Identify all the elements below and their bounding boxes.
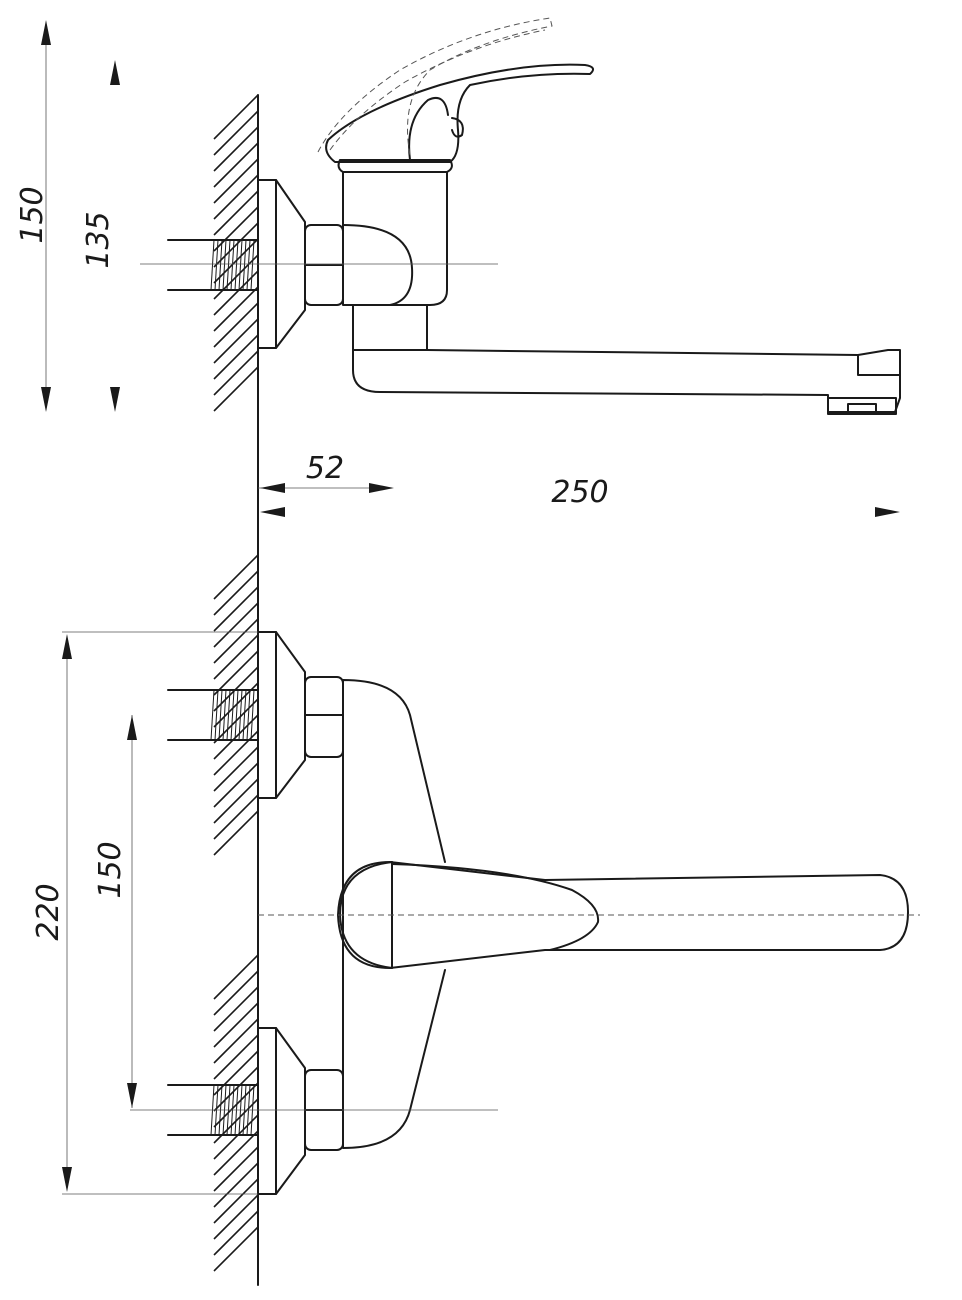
thread-stroke [250,239,255,291]
hatch-stroke [213,1146,259,1192]
thread-stroke [234,689,239,741]
hatch-stroke [213,270,259,316]
hatch-stroke [213,554,259,600]
lever-handle-side [325,63,595,163]
thread-stroke [218,239,223,291]
spout-side [352,349,901,413]
hatch-stroke [213,302,259,348]
hatch-stroke [213,1162,259,1208]
escutcheon-upper [257,631,306,799]
thread-stroke [230,239,235,291]
hatch-stroke [213,714,259,760]
thread-stroke [246,689,251,741]
dim-overall-height-front: 220 [31,883,66,940]
hatch-stroke [213,222,259,268]
hatch-stroke [213,810,259,856]
hatch-stroke [213,970,259,1016]
hatch-stroke [213,318,259,364]
thread-stroke [210,239,215,291]
hatch-stroke [213,1114,259,1160]
hatch-stroke [213,174,259,220]
hatch-stroke [213,602,259,648]
pipe-thread-upper [210,689,255,741]
hatch-stroke [213,1130,259,1176]
front-view [130,631,920,1195]
thread-stroke [218,689,223,741]
pipe-thread-side [210,239,255,291]
thread-stroke [226,689,231,741]
hatch-stroke [213,110,259,156]
hatch-stroke [213,366,259,412]
hatch-stroke [213,1194,259,1240]
thread-stroke [242,239,247,291]
dim-inlet-height-side: 135 [81,211,116,268]
hatch-stroke [213,94,259,140]
thread-stroke [242,689,247,741]
thread-stroke [214,689,219,741]
thread-stroke [230,689,235,741]
thread-stroke [222,239,227,291]
hatch-stroke [213,762,259,808]
dim-wall-to-body: 52 [306,451,344,486]
hatch-stroke [213,1002,259,1048]
hatch-stroke [213,1178,259,1224]
hatch-stroke [213,190,259,236]
hatch-stroke [213,158,259,204]
thread-stroke [246,239,251,291]
hatch-stroke [213,650,259,696]
hatch-stroke [213,1082,259,1128]
hatch-stroke [213,126,259,172]
hatch-stroke [213,286,259,332]
dimension-lines [41,20,900,1195]
thread-stroke [222,689,227,741]
thread-stroke [214,239,219,291]
hatch-stroke [213,350,259,396]
side-view [140,17,901,415]
hatch-stroke [213,1034,259,1080]
hatch-stroke [213,954,259,1000]
hatch-stroke [213,634,259,680]
hatch-stroke [213,1226,259,1272]
escutcheon-lower [257,1027,306,1195]
thread-stroke [210,689,215,741]
hatch-stroke [213,334,259,380]
hatch-stroke [213,986,259,1032]
hex-nut-upper [304,676,344,758]
mixer-body-front [342,679,446,1149]
hatch-stroke [213,586,259,632]
hatch-stroke [213,1050,259,1096]
hatch-stroke [213,778,259,824]
lever-handle-raised-phantom [317,17,553,156]
thread-stroke [238,239,243,291]
mixer-body-side [342,171,448,306]
thread-stroke [226,239,231,291]
hatch-stroke [213,618,259,664]
hatch-stroke [213,142,259,188]
thread-stroke [250,689,255,741]
thread-stroke [238,689,243,741]
hatch-stroke [213,570,259,616]
dim-spout-reach: 250 [551,475,608,510]
hatch-stroke [213,1210,259,1256]
hatch-stroke [213,238,259,284]
aerator [827,397,897,415]
hatch-stroke [213,1018,259,1064]
hatch-stroke [213,746,259,792]
spout-collar [352,304,428,351]
dim-inlet-spacing: 150 [93,841,128,898]
thread-stroke [234,239,239,291]
dim-overall-height-side: 150 [15,186,50,243]
hatch-stroke [213,794,259,840]
wall-hatching-top [213,94,259,412]
